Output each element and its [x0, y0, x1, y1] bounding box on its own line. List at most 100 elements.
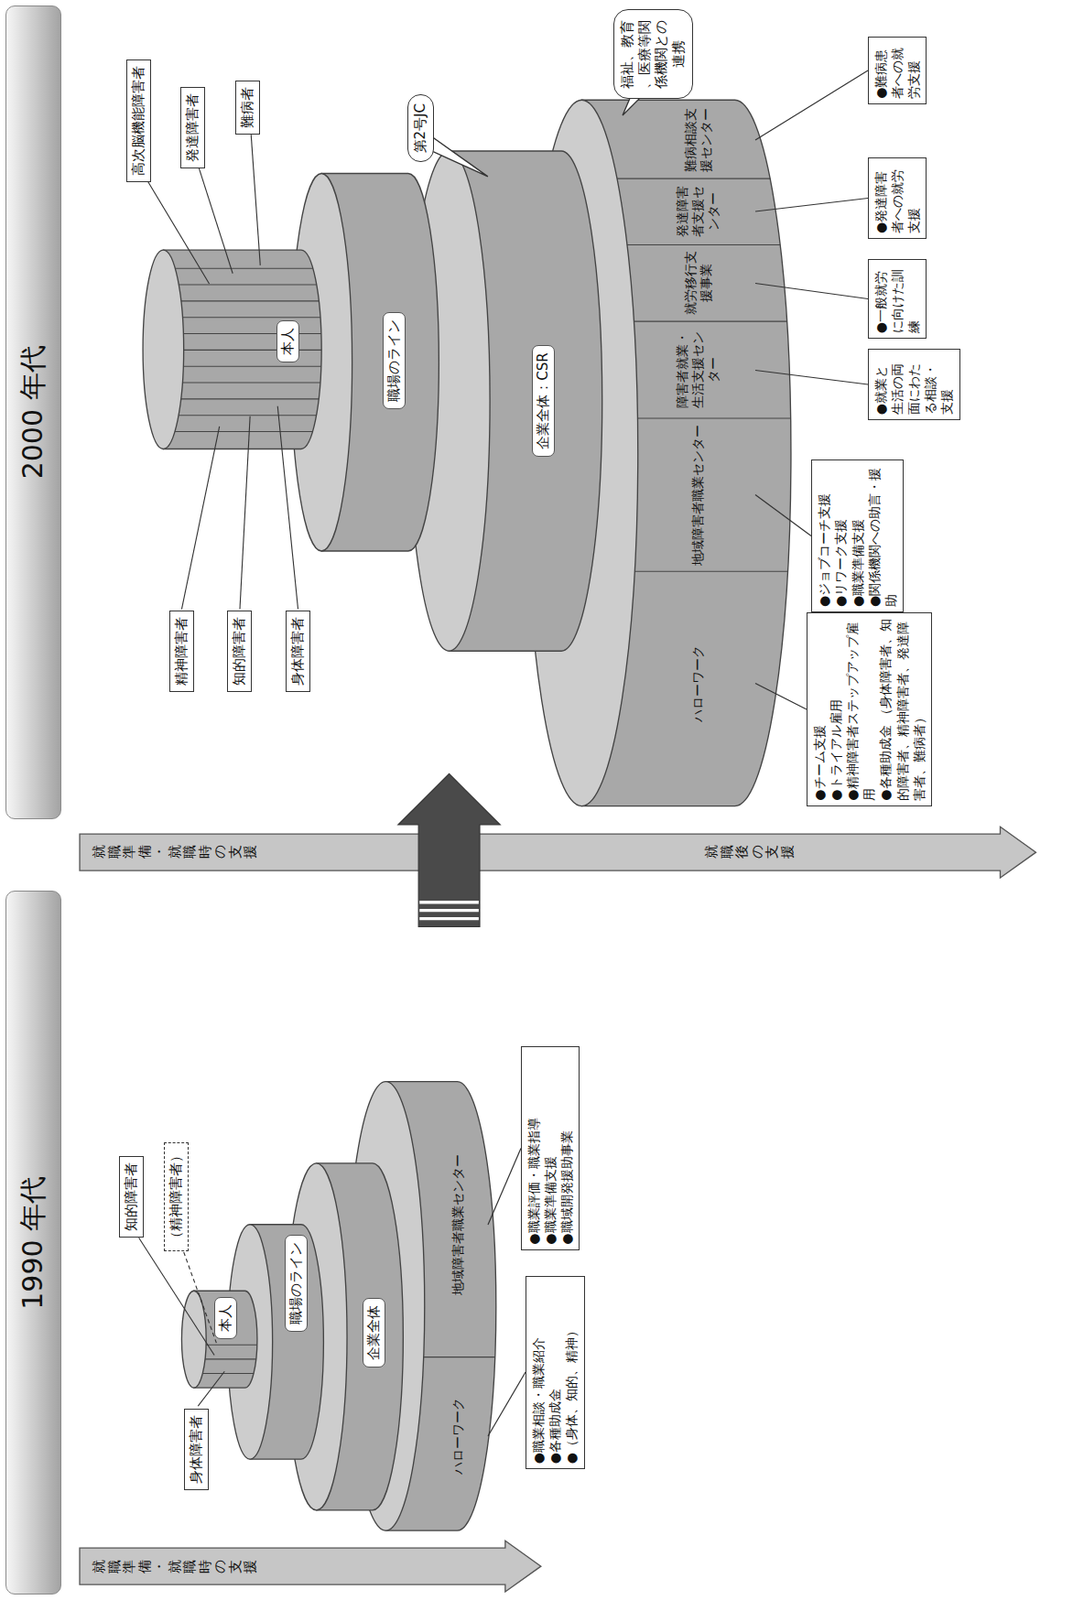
label-text: 地域障害者職業センター: [450, 1154, 467, 1296]
cylinder-segment: 難病相談支援センター: [640, 103, 756, 177]
label-text: 職場のライン: [385, 319, 402, 402]
label-text: ●職業準備支援: [541, 1051, 559, 1246]
leader-line: [184, 1252, 217, 1344]
label-text: ●職業評価・職業指導: [525, 1051, 542, 1246]
label-text: 身体障害者: [289, 617, 306, 686]
label-text: ●関係機関への助言・援助: [866, 465, 900, 607]
label-text: ●トライアル雇用: [827, 617, 845, 802]
label-box: 発達障害者: [180, 86, 206, 169]
label-text: ハローワーク: [450, 1398, 467, 1475]
callout-box: ●一般就労に向けた訓練: [867, 259, 928, 339]
flow-arrow: 就職準備・就職時の支援 就職後の支援: [79, 826, 1037, 878]
label-text: 福祉、教育、医療等関係機関との連携: [618, 20, 687, 89]
header-band: 2000 年代: [5, 5, 62, 821]
label-box: 知的障害者: [119, 1156, 144, 1238]
stripe-line: [182, 316, 320, 318]
label-text: 企業全体: [365, 1305, 382, 1361]
label-text: ●就業と生活の両面にわたる相談・支援: [872, 354, 956, 415]
leader-line: [250, 134, 261, 266]
label-text: ●各種助成金: [546, 1281, 564, 1465]
cylinder-segment: 発達障害者支援センター: [640, 180, 756, 243]
label-box: 精神障害者: [169, 610, 195, 693]
leader-line: [197, 1371, 225, 1407]
callout-box: ●職業評価・職業指導●職業準備支援●職域開発援助事業: [520, 1046, 581, 1251]
leader-line: [755, 495, 812, 537]
flow-arrow: 就職準備・就職時の支援: [79, 1540, 542, 1593]
stripe-line: [183, 333, 321, 335]
label-text: ●難病患者への就労支援: [872, 42, 923, 99]
cylinder-segment: 地域障害者職業センター: [640, 420, 756, 570]
label-text: 本人: [279, 327, 296, 356]
leader-line: [139, 1237, 215, 1355]
cylinder-top: [181, 1290, 206, 1388]
stripe-line: [181, 300, 319, 302]
leader-line: [181, 426, 219, 610]
arrow-body: [79, 826, 1036, 878]
leader-line: [755, 70, 868, 141]
cylinder-label: 企業全体：CSR: [531, 345, 555, 456]
stripe-line: [205, 1358, 257, 1360]
stripe-line: [182, 381, 320, 383]
cylinder-label: 職場のライン: [284, 1235, 308, 1333]
label-box: 身体障害者: [184, 1408, 209, 1491]
callout-box: ●ジョブコーチ支援●リワーク支援●職業準備支援●関係機関への助言・援助: [811, 459, 904, 613]
label-text: 就職後の支援: [704, 845, 795, 859]
header-band: 1990 年代: [5, 890, 62, 1595]
label-text: 精神障害者: [173, 617, 190, 686]
label-text: ●チーム支援: [811, 617, 828, 802]
transition-arrow: [398, 773, 500, 927]
stripe-line: [178, 283, 316, 285]
label-text: 地域障害者職業センター: [690, 424, 706, 566]
label-text: 就職準備・就職時の支援: [91, 845, 259, 859]
cylinder-label: 職場のライン: [382, 312, 406, 410]
leader-line: [487, 1372, 526, 1437]
callout-box: ●チーム支援●トライアル雇用●精神障害者ステップアップ雇用●各種助成金 （身体障…: [806, 612, 933, 807]
leader-line: [755, 683, 807, 711]
cylinder-label: 本人: [276, 320, 300, 363]
cylinder-segment: 障害者就業・生活支援センター: [640, 323, 756, 416]
stripe-line: [181, 398, 319, 400]
label-text: ●一般就労に向けた訓練: [872, 264, 923, 334]
arrow-stripe: [419, 900, 479, 904]
label-text: ●（身体、知的、精神）: [563, 1281, 580, 1465]
label-box: 知的障害者: [227, 610, 252, 693]
arrow-stripe: [419, 909, 479, 912]
stripe-line: [184, 349, 322, 351]
stripe-line: [202, 1373, 254, 1375]
label-text: ●職業準備支援: [849, 465, 867, 607]
label-text: 知的障害者: [230, 617, 248, 686]
leader-line: [277, 406, 298, 610]
leader-line: [239, 416, 250, 610]
speech-bubble: 第2号JC: [407, 94, 434, 163]
label-text: 職場のライン: [287, 1242, 304, 1325]
label-text: ●職域開発援助事業: [558, 1051, 575, 1246]
label-text: （精神障害者）: [167, 1148, 185, 1246]
label-text: ●ジョブコーチ支援: [815, 465, 833, 607]
cylinder-segment: 就労移行支援事業: [640, 247, 756, 320]
label-text: ●リワーク支援: [832, 465, 849, 607]
label-text: 身体障害者: [187, 1415, 205, 1485]
cylinder-label: 企業全体: [362, 1298, 386, 1368]
arrow-body: [79, 1540, 542, 1593]
label-box: 身体障害者: [285, 610, 311, 693]
label-text: 本人: [216, 1304, 234, 1333]
label-text: 難病者: [238, 86, 256, 129]
callout-box: ●就業と生活の両面にわたる相談・支援: [867, 348, 961, 421]
cylinder-segment: ハローワーク: [640, 574, 756, 795]
segment-divider: [634, 571, 788, 573]
callout-box: ●発達障害者への就労支援: [867, 157, 928, 239]
leader-line: [755, 283, 868, 300]
cylinder-segment: ハローワーク: [428, 1359, 488, 1514]
leader-line: [755, 370, 868, 386]
speech-bubble: 福祉、教育、医療等関係機関との連携: [613, 9, 694, 99]
segment-divider: [627, 244, 781, 246]
cylinder-body: [162, 249, 322, 449]
arrow-stripe: [419, 917, 479, 921]
stripe-line: [174, 431, 313, 433]
label-text: 発達障害者: [184, 93, 201, 163]
label-box: 難病者: [235, 80, 261, 135]
label-text: ●各種助成金 （身体障害者、知的障害者、精神障害者、発達障害者、難病者）: [877, 617, 928, 802]
label-text: 障害者就業・生活支援センター: [674, 325, 721, 414]
segment-divider: [637, 418, 791, 420]
